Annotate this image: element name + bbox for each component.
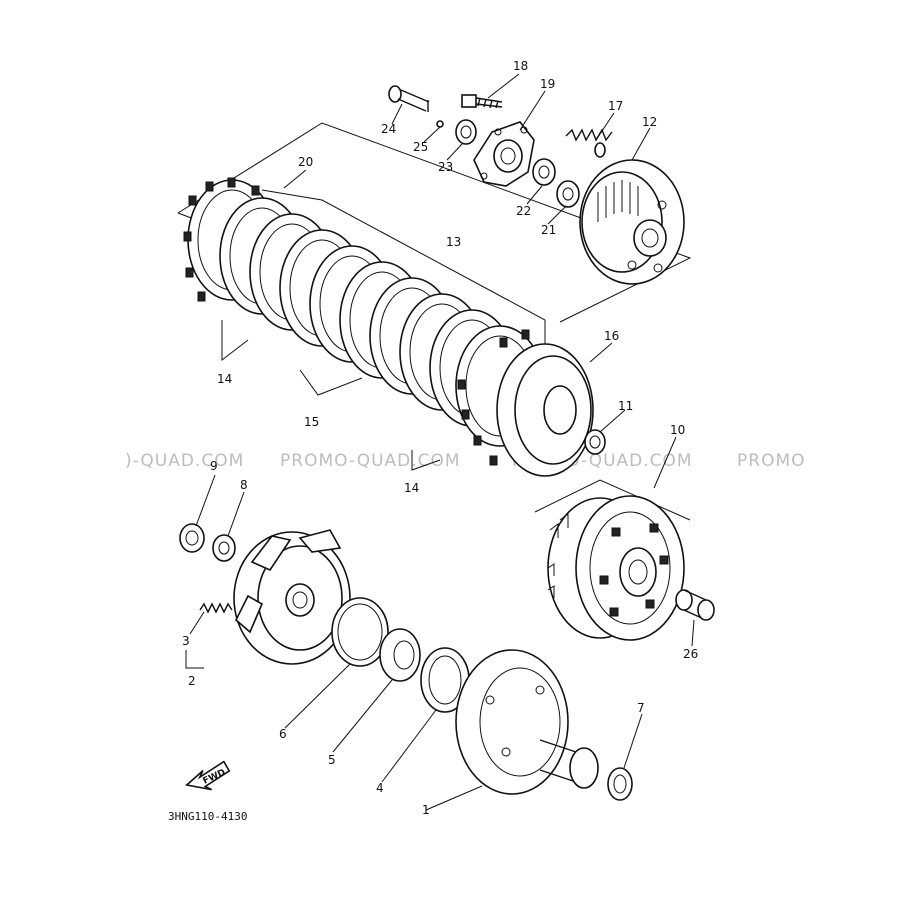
callout-14-upper: 14 xyxy=(217,372,232,386)
ball-25 xyxy=(436,120,444,128)
centrifugal-shoe-assembly-2 xyxy=(233,529,351,665)
clutch-carrier-1 xyxy=(455,649,599,795)
callout-5: 5 xyxy=(328,753,336,767)
clutch-plate-stack xyxy=(183,177,545,466)
callout-7: 7 xyxy=(637,701,645,715)
watermark: )-QUAD.COM PROMO-QUAD.COM PROMO-QUAD.COM… xyxy=(125,451,806,471)
watermark-main: PROMO-QUAD.COM xyxy=(280,451,461,471)
callout-21: 21 xyxy=(541,223,556,237)
callout-4: 4 xyxy=(376,781,384,795)
clutch-boss-12 xyxy=(579,159,685,285)
callout-10: 10 xyxy=(670,423,685,437)
callout-23: 23 xyxy=(438,160,453,174)
callout-11: 11 xyxy=(618,399,633,413)
callout-6: 6 xyxy=(279,727,287,741)
bracket-2-3 xyxy=(185,650,204,669)
lock-washer-8 xyxy=(212,534,236,562)
callout-15: 15 xyxy=(304,415,319,429)
washer-6 xyxy=(331,597,389,667)
callout-22: 22 xyxy=(516,204,531,218)
plate-group-brackets xyxy=(221,189,546,471)
bolt-24 xyxy=(388,85,430,112)
callout-1: 1 xyxy=(422,803,430,817)
spring-17 xyxy=(565,128,613,158)
callout-26: 26 xyxy=(683,647,698,661)
callout-14-lower: 14 xyxy=(404,481,419,495)
nut-9 xyxy=(179,523,205,553)
callout-2: 2 xyxy=(188,674,196,688)
callout-3: 3 xyxy=(182,634,190,648)
spring-3 xyxy=(199,602,233,614)
bearing-23 xyxy=(455,119,477,145)
circlip-11 xyxy=(584,429,606,455)
spacer-26 xyxy=(675,589,715,621)
lock-washer-21 xyxy=(556,180,580,208)
callout-12: 12 xyxy=(642,115,657,129)
bolt-18 xyxy=(461,94,503,109)
nut-22 xyxy=(532,158,556,186)
pressure-plate-16 xyxy=(496,343,594,477)
callout-13: 13 xyxy=(446,235,461,249)
callout-9: 9 xyxy=(210,459,218,473)
callout-19: 19 xyxy=(540,77,555,91)
callout-24: 24 xyxy=(381,122,396,136)
callout-20: 20 xyxy=(298,155,313,169)
watermark-right: PROMO xyxy=(737,451,806,471)
washer-7 xyxy=(607,767,633,801)
callout-16: 16 xyxy=(604,329,619,343)
pressure-plate-19 xyxy=(473,121,535,187)
diagram-code: 3HNG110-4130 xyxy=(168,810,247,823)
callout-8: 8 xyxy=(240,478,248,492)
clutch-housing-10 xyxy=(534,479,691,641)
watermark-left: )-QUAD.COM xyxy=(125,451,244,471)
callout-25: 25 xyxy=(413,140,428,154)
callout-numbers: 18 19 17 12 24 25 23 22 21 20 13 14 15 1… xyxy=(182,59,698,817)
callout-18: 18 xyxy=(513,59,528,73)
leader-lines xyxy=(189,73,695,811)
fwd-arrow: FWD xyxy=(185,760,231,791)
callout-17: 17 xyxy=(608,99,623,113)
bearing-5 xyxy=(379,628,421,682)
